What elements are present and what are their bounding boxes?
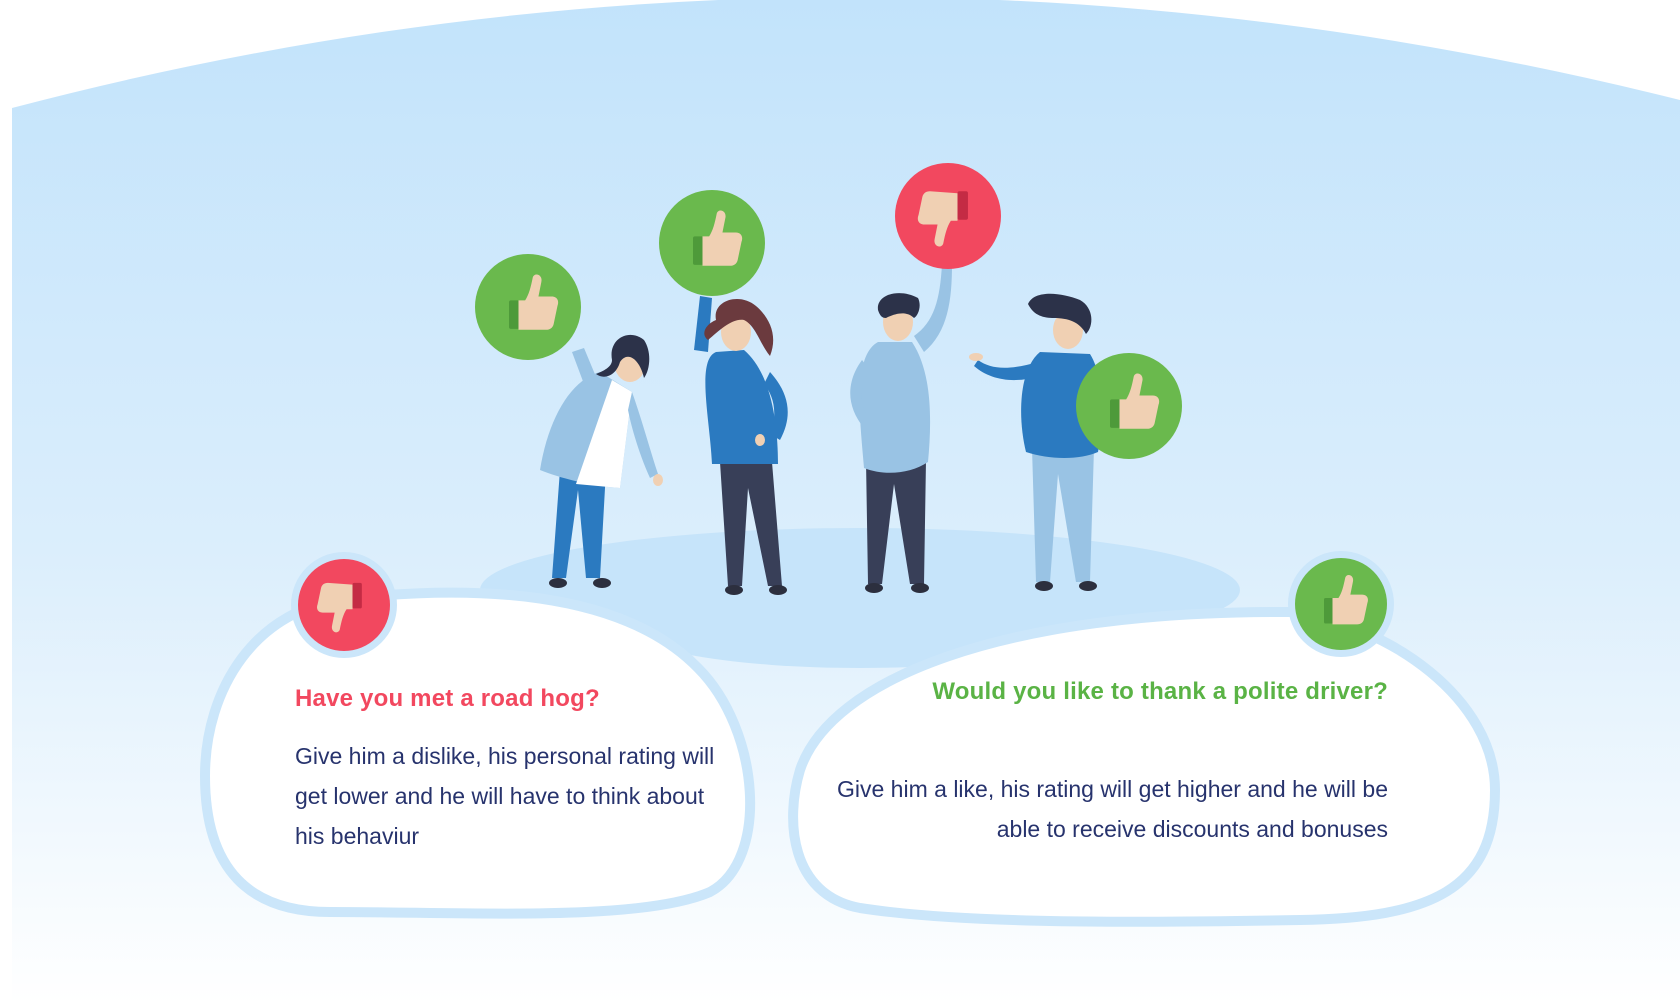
character-woman-curly [694, 296, 788, 595]
right-bubble [788, 606, 1501, 927]
polite-driver-title: Would you like to thank a polite driver? [932, 678, 1388, 705]
character-man-right [969, 293, 1102, 591]
sign-like-1-icon [475, 254, 581, 360]
left-bubble [199, 587, 756, 919]
polite-driver-description: Give him a like, his rating will get hig… [837, 776, 1388, 842]
character-woman-left [540, 334, 663, 588]
road-hog-description: Give him a dislike, his personal rating … [295, 743, 715, 849]
sign-like-2-icon [659, 190, 765, 296]
character-man-center [850, 264, 952, 593]
sign-like-3-icon [1076, 353, 1182, 459]
road-hog-title: Have you met a road hog? [295, 685, 600, 712]
sign-dislike-icon [895, 163, 1001, 269]
